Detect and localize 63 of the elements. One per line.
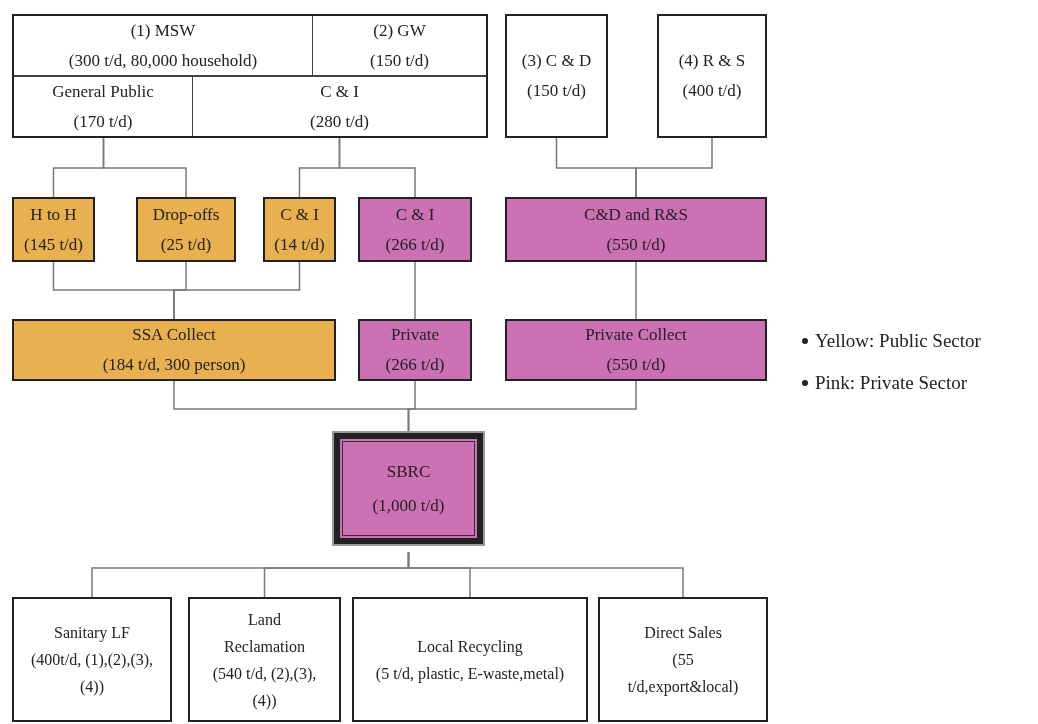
node-title: Private Collect (585, 324, 687, 346)
node-title: C & I (280, 203, 319, 226)
node-title: C & I (395, 203, 435, 226)
node-title: H to H (30, 203, 77, 226)
node-title: Private (390, 324, 440, 346)
destination-box (598, 597, 768, 722)
node-detail: (170 t/d) (73, 110, 133, 133)
connector-line (635, 261, 637, 320)
node-title: C&D and R&S (584, 203, 688, 226)
node-detail: (400 t/d) (682, 80, 742, 102)
process-box (505, 14, 608, 138)
destination-box (188, 597, 341, 722)
process-box (657, 14, 767, 138)
node-title: (4) R & S (678, 50, 746, 72)
node-detail: (400t/d, (1),(2),(3),(4)) (30, 650, 154, 698)
node-title: Direct Sales (644, 623, 722, 643)
destination-box (12, 597, 172, 722)
source-cell (14, 16, 313, 77)
node-title: Drop-offs (152, 203, 220, 226)
node-detail: (1,000 t/d) (372, 494, 445, 517)
process-box (12, 197, 95, 262)
node-detail: (280 t/d) (310, 110, 369, 133)
process-box (505, 197, 767, 262)
process-box (263, 197, 336, 262)
process-box (12, 319, 336, 381)
node-detail: (184 t/d, 300 person) (102, 354, 246, 376)
node-detail: (266 t/d) (385, 233, 445, 256)
destination-box (352, 597, 588, 722)
connector-line (407, 551, 684, 598)
node-title: SBRC (386, 460, 431, 483)
node-title: Local Recycling (417, 636, 523, 658)
node-detail: (150 t/d) (527, 80, 586, 102)
connector-line (635, 137, 713, 198)
node-detail: (55 t/d,export&local) (626, 650, 740, 698)
legend-text: Pink: Private Sector (815, 372, 967, 394)
process-box (505, 319, 767, 381)
process-box (358, 319, 472, 381)
node-title: Land Reclamation (223, 609, 306, 657)
node-title: Sanitary LF (54, 623, 130, 644)
connector-line (173, 261, 301, 320)
node-detail: (145 t/d) (24, 233, 83, 256)
source-table-box (12, 14, 488, 138)
node-detail: (540 t/d, (2),(3),(4)) (211, 663, 318, 712)
node-title: (2) GW (373, 19, 426, 42)
node-detail: (14 t/d) (274, 233, 325, 256)
process-box (136, 197, 236, 262)
connector-line (407, 380, 637, 434)
node-detail: (25 t/d) (160, 233, 212, 256)
node-detail: (550 t/d) (606, 354, 666, 376)
node-detail: (5 t/d, plastic, E-waste,metal) (375, 663, 565, 685)
center-box (334, 433, 483, 544)
node-title: (1) MSW (130, 19, 196, 42)
node-detail: (150 t/d) (370, 49, 429, 72)
node-title: (3) C & D (521, 50, 592, 72)
node-detail: (300 t/d, 80,000 household) (68, 49, 258, 72)
legend-text: Yellow: Public Sector (815, 330, 981, 352)
process-box (358, 197, 472, 262)
node-detail: (266 t/d) (385, 354, 445, 376)
connector-line (414, 261, 416, 320)
node-detail: (550 t/d) (606, 233, 666, 256)
node-title: General Public (52, 80, 154, 103)
node-title: SSA Collect (132, 324, 216, 346)
node-title: C & I (320, 80, 359, 103)
